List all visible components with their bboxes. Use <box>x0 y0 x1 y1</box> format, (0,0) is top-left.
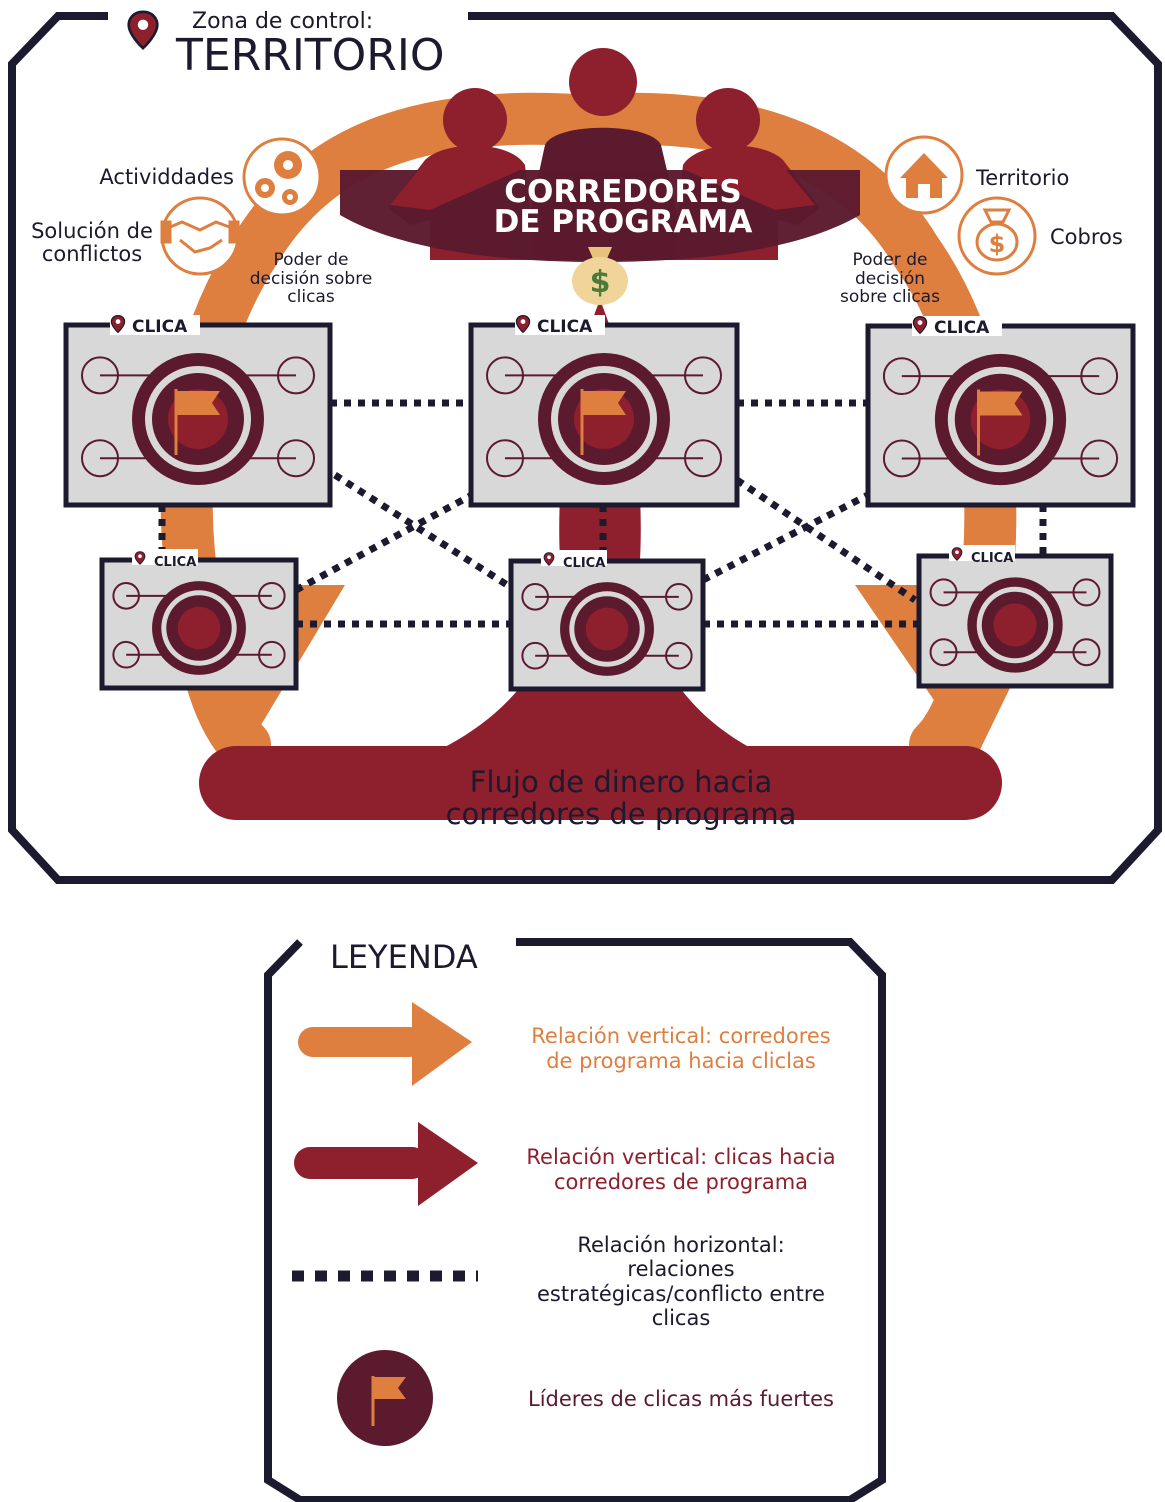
clica-member-circle <box>929 638 958 667</box>
clica-leader-core <box>177 606 221 650</box>
legend-item1-line1: Relación vertical: corredores <box>531 1024 831 1048</box>
zone-label: Zona de control: <box>192 9 373 34</box>
label-conflicts-2: conflictos <box>42 242 142 266</box>
clica-member-circle <box>81 439 119 478</box>
clica-leader-core <box>585 607 629 651</box>
label-power-left-2: decisión sobre <box>250 269 373 289</box>
clica-tag-bg <box>515 315 605 335</box>
main-frame <box>8 12 1162 884</box>
handshake-icon-circle <box>160 196 240 276</box>
clica-member-circle <box>665 641 693 670</box>
money-flow-line2: corredores de programa <box>446 797 797 831</box>
clica-member-circle <box>521 641 549 670</box>
clica-member-circle <box>277 356 315 395</box>
legend-leader-flag-icon <box>337 1350 433 1446</box>
clica-card: CLICA <box>508 550 706 692</box>
clica-card: CLICA <box>63 315 333 508</box>
flag-icon <box>979 391 1023 416</box>
clica-member-circle <box>1080 439 1119 478</box>
legend-item3-line4: clicas <box>652 1306 711 1330</box>
clica-member-circle <box>258 582 286 610</box>
clica-leader-core <box>993 603 1037 647</box>
clica-label: CLICA <box>154 555 196 570</box>
clica-member-circle <box>882 439 921 478</box>
clica-label: CLICA <box>934 318 990 338</box>
clica-member-circle <box>684 439 722 478</box>
people-overlay <box>390 151 815 210</box>
clica-member-circle <box>277 439 315 478</box>
flag-icon <box>177 391 220 415</box>
collections-money-icon: $ <box>975 208 1019 262</box>
clica-label: CLICA <box>132 317 188 337</box>
legend-orange-arrow-icon <box>298 1002 472 1086</box>
clica-label: CLICA <box>563 556 605 571</box>
clica-card: CLICA <box>99 549 299 691</box>
label-power-right-1: Poder de <box>853 250 928 270</box>
clica-member-circle <box>486 356 524 395</box>
clica-member-circle <box>112 640 140 669</box>
label-power-right-3: sobre clicas <box>840 287 940 307</box>
label-power-left-3: clicas <box>287 287 335 307</box>
legend-item3-line2: relaciones <box>627 1257 734 1281</box>
clica-member-circle <box>684 356 722 395</box>
svg-text:$: $ <box>989 230 1006 258</box>
clica-label: CLICA <box>971 551 1013 566</box>
clica-card: CLICA <box>916 545 1114 689</box>
money-flow-center <box>330 300 860 785</box>
flag-icon <box>583 391 626 415</box>
clica-member-circle <box>665 583 693 611</box>
money-bag-icon: $ <box>572 247 628 305</box>
label-collections: Cobros <box>1050 225 1123 249</box>
clica-member-circle <box>81 356 119 395</box>
legend-frame <box>264 938 886 1502</box>
clica-member-circle <box>486 439 524 478</box>
clica-tag-bg <box>912 316 1002 336</box>
clica-member-circle <box>258 640 286 669</box>
clica-card: CLICA <box>468 315 740 508</box>
money-flow-line1: Flujo de dinero hacia <box>470 765 772 799</box>
clica-member-circle <box>112 582 140 610</box>
legend-item2-line1: Relación vertical: clicas hacia <box>526 1145 835 1169</box>
legend-item4-line1: Líderes de clicas más fuertes <box>528 1387 834 1411</box>
label-territory: Territorio <box>975 166 1069 190</box>
label-power-left-1: Poder de <box>274 250 349 270</box>
collections-icon-circle <box>957 196 1037 276</box>
clica-label: CLICA <box>537 317 593 337</box>
svg-text:$: $ <box>590 265 611 300</box>
clica-member-circle <box>1072 638 1101 667</box>
clica-tag-bg <box>110 315 200 335</box>
handshake-icon <box>160 220 240 254</box>
clica-member-circle <box>1072 578 1101 607</box>
clica-tag-bg <box>541 550 607 566</box>
clica-tag-bg <box>132 549 198 565</box>
clica-tag-bg <box>949 545 1015 561</box>
corredores-title-line2: DE PROGRAMA <box>494 204 753 240</box>
clica-cards: CLICA CLICA CLICA CLICA CLICA CLICA <box>63 315 1136 692</box>
zone-title: TERRITORIO <box>175 30 445 81</box>
clica-card: CLICA <box>865 316 1136 508</box>
legend-item3-line1: Relación horizontal: <box>577 1233 784 1257</box>
legend-maroon-arrow-icon <box>294 1122 478 1206</box>
corredores-title-line1: CORREDORES <box>504 174 741 210</box>
legend-item1-line2: de programa hacia cliclas <box>546 1049 816 1073</box>
legend-title: LEYENDA <box>330 938 478 976</box>
clica-member-circle <box>929 578 958 607</box>
clica-member-circle <box>882 357 921 396</box>
legend-item2-line2: corredores de programa <box>554 1170 808 1194</box>
legend-item3-line3: estratégicas/conflicto entre <box>537 1282 825 1306</box>
label-activities: Actividdades <box>99 165 234 189</box>
clica-member-circle <box>1080 357 1119 396</box>
label-conflicts-1: Solución de <box>31 219 153 243</box>
house-icon <box>900 153 948 198</box>
label-power-right-2: decisión <box>855 269 925 289</box>
clica-member-circle <box>521 583 549 611</box>
gears-icon <box>255 151 302 205</box>
map-pin-icon <box>127 10 159 50</box>
corredores-banner <box>340 170 860 262</box>
